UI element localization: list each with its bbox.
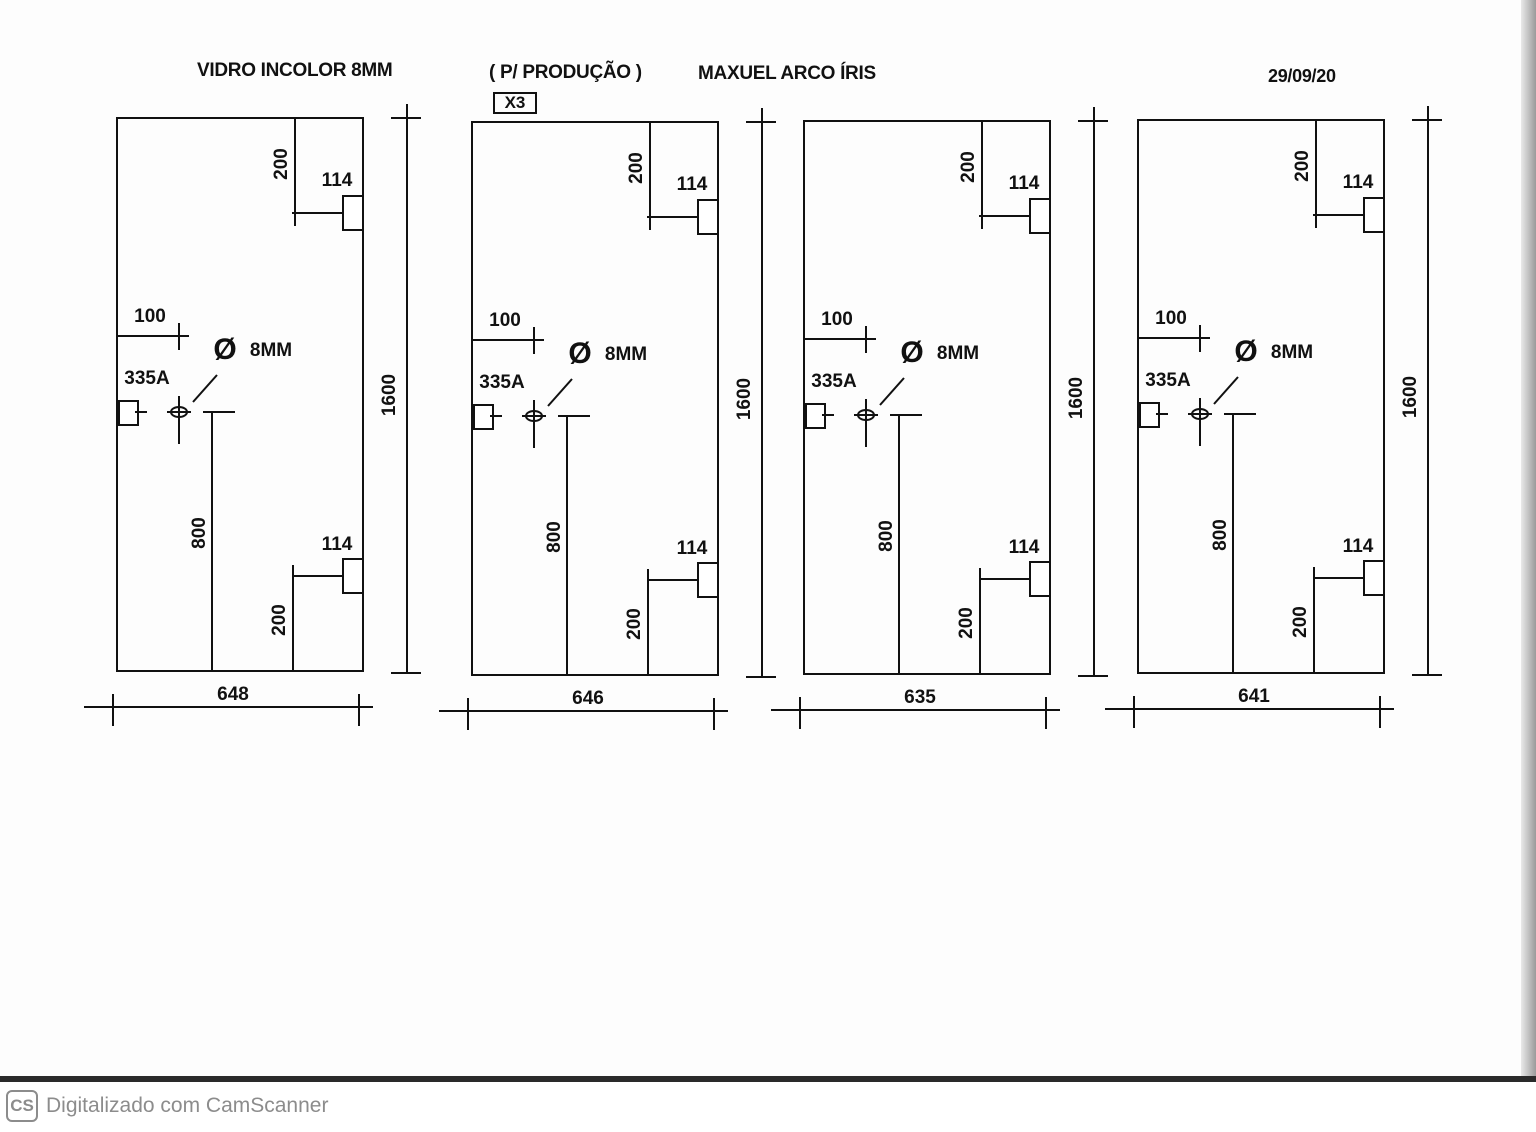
bottom-hinge-cutout (1363, 560, 1385, 596)
bottom-hinge-size-label: 114 (322, 534, 353, 555)
panel-2: 200 114 200 114 100 335A Ø 8MM 800 1600 646 (439, 108, 776, 730)
height-label: 1600 (1066, 377, 1087, 419)
lock-height-label: 800 (189, 517, 210, 549)
hole-size-label: 8MM (937, 343, 979, 364)
width-label: 648 (217, 684, 249, 705)
bottom-hinge-size-label: 114 (1009, 537, 1040, 558)
panel-4: 200 114 200 114 100 335A Ø 8MM 800 1600 641 (1105, 106, 1442, 728)
lock-ref-label: 335A (124, 368, 170, 389)
edge-distance-label: 100 (489, 310, 521, 331)
top-hinge-cutout (342, 195, 364, 231)
watermark-text: Digitalizado com CamScanner (46, 1094, 329, 1117)
panel-outline (116, 117, 364, 672)
bottom-hinge-size-label: 114 (677, 538, 708, 559)
purpose-label: ( P/ PRODUÇÃO ) (489, 62, 642, 83)
sheet-edge-shadow (1521, 0, 1536, 1080)
top-hinge-cutout (1029, 198, 1051, 234)
top-hinge-size-label: 114 (1009, 173, 1040, 194)
diameter-symbol-icon: Ø (213, 333, 236, 366)
lock-height-label: 800 (876, 520, 897, 552)
material-title: VIDRO INCOLOR 8MM (197, 60, 393, 81)
diameter-symbol-icon: Ø (1234, 335, 1257, 368)
height-label: 1600 (379, 374, 400, 416)
lock-ref-label: 335A (811, 371, 857, 392)
hole-leader-line (547, 378, 573, 407)
bottom-hinge-offset-label: 200 (1290, 606, 1311, 638)
bottom-hinge-cutout (697, 562, 719, 598)
lock-ref-label: 335A (1145, 370, 1191, 391)
top-hinge-cutout (1363, 197, 1385, 233)
hole-leader-line (192, 374, 218, 403)
top-hinge-offset-label: 200 (271, 148, 292, 180)
lock-ref-label: 335A (479, 372, 525, 393)
bottom-hinge-size-label: 114 (1343, 536, 1374, 557)
edge-distance-label: 100 (1155, 308, 1187, 329)
scanner-watermark: CS Digitalizado com CamScanner (6, 1088, 328, 1124)
camscanner-logo-icon: CS (6, 1090, 38, 1122)
lock-height-label: 800 (1210, 519, 1231, 551)
bottom-hinge-cutout (1029, 561, 1051, 597)
bottom-hinge-cutout (342, 558, 364, 594)
top-hinge-offset-label: 200 (958, 151, 979, 183)
hole-size-label: 8MM (605, 344, 647, 365)
hole-size-label: 8MM (1271, 342, 1313, 363)
panel-1: 200 114 200 114 100 335A Ø 8MM 800 1600 648 (84, 104, 421, 726)
panel-outline (1137, 119, 1385, 674)
diameter-symbol-icon: Ø (568, 337, 591, 370)
diameter-symbol-icon: Ø (900, 336, 923, 369)
height-label: 1600 (734, 378, 755, 420)
bottom-hinge-offset-label: 200 (956, 607, 977, 639)
edge-distance-label: 100 (134, 306, 166, 327)
top-hinge-size-label: 114 (1343, 172, 1374, 193)
panel-outline (803, 120, 1051, 675)
hole-leader-line (879, 377, 905, 406)
hole-size-label: 8MM (250, 340, 292, 361)
bottom-hinge-offset-label: 200 (269, 604, 290, 636)
width-label: 641 (1238, 686, 1270, 707)
bottom-hinge-offset-label: 200 (624, 608, 645, 640)
top-hinge-size-label: 114 (322, 170, 353, 191)
top-hinge-cutout (697, 199, 719, 235)
client-name: MAXUEL ARCO ÍRIS (698, 63, 876, 84)
panel-outline (471, 121, 719, 676)
height-label: 1600 (1400, 376, 1421, 418)
edge-distance-label: 100 (821, 309, 853, 330)
scanned-sheet (0, 0, 1536, 1080)
width-label: 635 (904, 687, 936, 708)
quantity-box: X3 (493, 92, 537, 114)
drawing-date: 29/09/20 (1268, 66, 1336, 86)
lock-height-label: 800 (544, 521, 565, 553)
top-hinge-offset-label: 200 (626, 152, 647, 184)
hole-leader-line (1213, 376, 1239, 405)
width-label: 646 (572, 688, 604, 709)
top-hinge-offset-label: 200 (1292, 150, 1313, 182)
top-hinge-size-label: 114 (677, 174, 708, 195)
sheet-bottom-edge (0, 1076, 1536, 1082)
panel-3: 200 114 200 114 100 335A Ø 8MM 800 1600 635 (771, 107, 1108, 729)
